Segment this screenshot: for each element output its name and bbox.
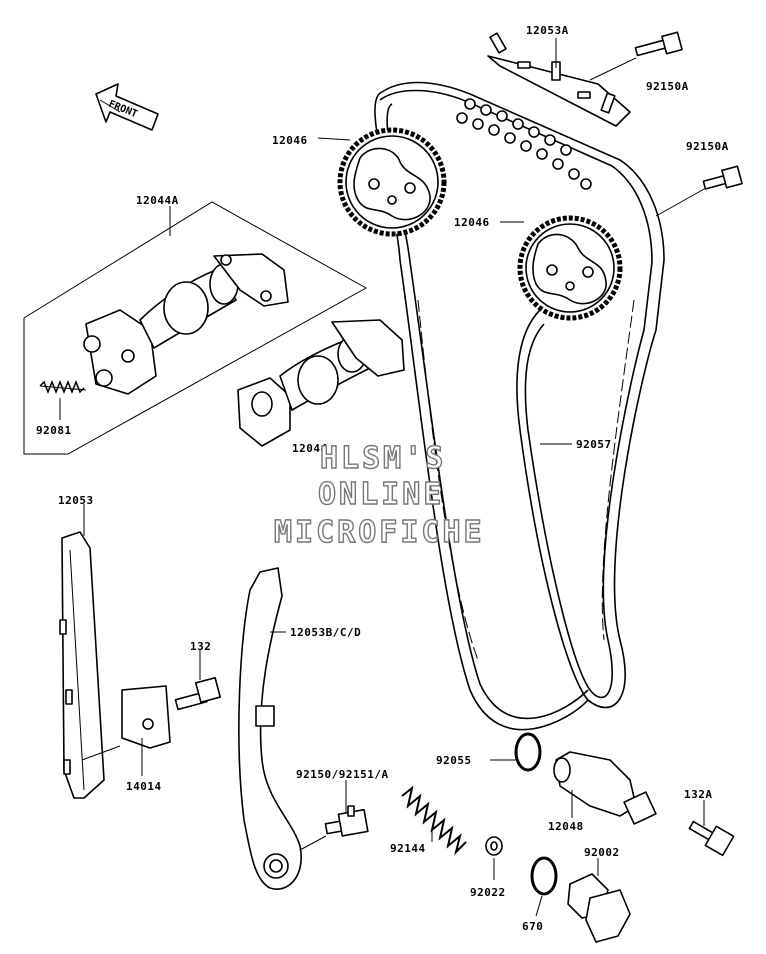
part-labels: 12053A 92150A 92150A 12046 12046 12044A … <box>36 24 729 933</box>
watermark: HLSM'S ONLINE MICROFICHE <box>273 440 485 550</box>
bolt-132a <box>688 820 735 857</box>
camshaft-sprocket-lower <box>517 215 623 321</box>
front-arrow-icon: FRONT <box>95 83 159 131</box>
watermark-line-1: HLSM'S <box>320 441 446 476</box>
label-132a: 132A <box>684 788 713 801</box>
label-12053bcd: 12053B/C/D <box>290 626 361 639</box>
label-12053a: 12053A <box>526 24 569 37</box>
plug-92002 <box>567 873 631 943</box>
camshaft-12044a <box>83 253 289 395</box>
label-12044a: 12044A <box>136 194 179 207</box>
label-92150-92151: 92150/92151/A <box>296 768 389 781</box>
label-92055: 92055 <box>436 754 472 767</box>
label-132: 132 <box>190 640 211 653</box>
bolt-92150-92151 <box>324 805 369 837</box>
upper-chain-guide <box>487 32 631 127</box>
plate-14014 <box>121 685 171 749</box>
chain-links <box>456 98 592 190</box>
o-ring-92055 <box>514 732 542 772</box>
spring-92144 <box>401 785 467 856</box>
chain-tensioner-arm <box>238 567 302 890</box>
label-92150a-mid: 92150A <box>686 140 729 153</box>
label-92081: 92081 <box>36 424 72 437</box>
leader-lines <box>59 38 707 917</box>
watermark-line-2: ONLINE <box>318 477 444 512</box>
label-12053: 12053 <box>58 494 94 507</box>
watermark-line-3: MICROFICHE <box>274 515 485 550</box>
label-92150a-top: 92150A <box>646 80 689 93</box>
label-670: 670 <box>522 920 543 933</box>
label-12046-mid: 12046 <box>454 216 490 229</box>
spring-92081 <box>39 379 87 395</box>
label-14014: 14014 <box>126 780 162 793</box>
label-12046-top: 12046 <box>272 134 308 147</box>
washer-92022 <box>485 836 503 856</box>
camshaft-assembly-box <box>23 201 368 455</box>
camshaft-sprocket-upper <box>337 127 447 237</box>
chain-guide-12053 <box>59 531 105 799</box>
label-12048: 12048 <box>548 820 584 833</box>
tensioner-12048 <box>553 751 657 825</box>
label-92022: 92022 <box>470 886 506 899</box>
label-12044: 12044 <box>292 442 328 455</box>
label-92057: 92057 <box>576 438 612 451</box>
camshaft-12044 <box>237 319 405 447</box>
bolt-92150a-mid <box>702 165 743 190</box>
bolt-92150a-top <box>634 31 683 57</box>
label-92002: 92002 <box>584 846 620 859</box>
label-92144: 92144 <box>390 842 426 855</box>
o-ring-670 <box>530 856 558 896</box>
bolt-132 <box>174 676 222 711</box>
